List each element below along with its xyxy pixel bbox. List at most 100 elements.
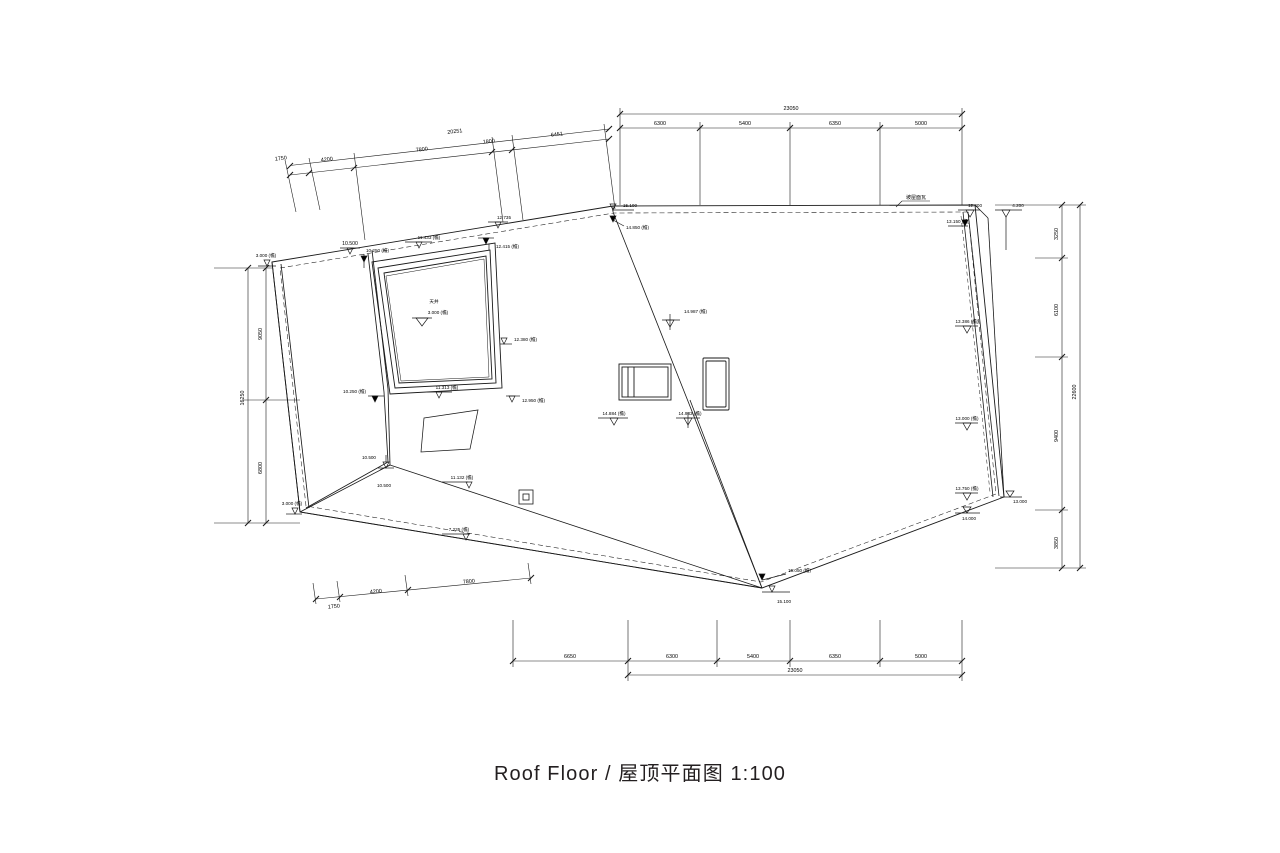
elev-marker-13000e	[955, 422, 978, 431]
elev-marker-13386	[955, 325, 978, 334]
elev-label-18: 15.050 (檐)	[788, 567, 811, 574]
roof-vent-square	[518, 489, 534, 505]
elev-marker-10500b	[378, 455, 394, 469]
elev-label-7: 12.950 (檐)	[522, 397, 545, 404]
elev-label-8: 10.250 (檐)	[343, 388, 366, 395]
elev-label-24: 13.000 (檐)	[956, 415, 979, 422]
dim-bottom-left-seg-2: 4200	[370, 588, 383, 595]
elev-marker-13750	[955, 492, 978, 501]
elev-label-5: 12.380 (檐)	[514, 336, 537, 343]
dim-chain-right	[995, 201, 1086, 572]
dim-top-left-total: 20251	[447, 128, 463, 136]
elev-marker-15100-bottom	[762, 585, 790, 593]
dim-right-seg-2: 6100	[1054, 304, 1060, 316]
dim-top-right-total: 23050	[784, 106, 799, 112]
elev-marker-3000-left	[286, 507, 302, 515]
roof-right-hip-dashed	[960, 215, 991, 493]
dim-top-left-seg-1: 1750	[275, 155, 288, 162]
dim-right-total: 22600	[1072, 385, 1078, 400]
elev-marker-4200	[995, 209, 1022, 250]
elev-label-9b: 10.500	[377, 483, 391, 488]
elev-marker-12735	[488, 221, 508, 229]
courtyard-inner-hatch	[385, 258, 490, 382]
elev-label-14: 14.850 (檐)	[626, 224, 649, 231]
elev-marker-15050	[758, 573, 787, 581]
dim-bottom-seg-1: 6650	[564, 654, 576, 660]
elev-marker-12400	[958, 209, 980, 218]
dim-left-seg-2: 6800	[258, 462, 264, 474]
elev-label-4: 12.735	[497, 215, 511, 220]
roof-note-leader	[895, 200, 930, 208]
dim-bottom-seg-4: 6350	[829, 654, 841, 660]
drawing-caption: Roof Floor / 屋顶平面图 1:100	[493, 763, 787, 785]
dim-top-right-seg-2: 5400	[739, 121, 751, 127]
elev-marker-14000	[955, 506, 980, 514]
dim-bottom-seg-2: 6300	[666, 654, 678, 660]
dim-chain-bottom	[509, 620, 966, 681]
elev-label-6: 11.313 (檐)	[436, 384, 459, 391]
elev-marker-10250a	[360, 254, 368, 268]
elev-label-23: 13.386 (檐)	[956, 318, 979, 325]
dim-top-left-seg-3: 7800	[416, 146, 429, 153]
roof-note-label: 坡屋面瓦	[906, 194, 926, 201]
roof-outline	[271, 204, 1005, 589]
elev-marker-12950	[506, 395, 520, 403]
dim-top-left-seg-2: 4200	[321, 156, 334, 163]
elev-label-28: 3.000 (檐)	[256, 252, 277, 259]
elev-label-10: 11.132 (檐)	[451, 474, 474, 481]
dim-bottom-left-seg-3: 7800	[463, 578, 476, 585]
elev-label-27: 13.000	[1013, 499, 1027, 504]
elev-label-20: 12.400	[968, 203, 982, 208]
elev-label-26: 14.000	[962, 516, 976, 521]
elev-label-3: 12.415 (檐)	[496, 243, 519, 250]
dim-left-total: 16250	[240, 391, 246, 406]
courtyard-elev-symbol	[412, 317, 432, 327]
elev-label-0: 10.500	[342, 241, 358, 247]
roof-eave-dashed	[279, 211, 997, 583]
courtyard-opening	[371, 242, 503, 395]
elev-marker-13000	[1000, 490, 1022, 498]
roof-left-wing	[271, 249, 391, 513]
elev-label-2: 11.433 (檐)	[418, 234, 441, 241]
elev-marker-12380	[500, 337, 512, 345]
elev-label-25: 13.750 (檐)	[956, 485, 979, 492]
elev-marker-10250b	[368, 395, 384, 403]
elev-label-16: 14.884 (檐)	[603, 410, 626, 417]
roof-right-hip	[962, 204, 1005, 498]
elev-label-1: 10.250 (檐)	[366, 247, 389, 254]
elev-marker-14983	[676, 412, 700, 428]
elev-label-22: 13.150 (檐)	[947, 218, 970, 225]
dim-top-right-seg-3: 6350	[829, 121, 841, 127]
elev-marker-11313	[427, 391, 452, 399]
elev-marker-13150	[948, 219, 969, 227]
elev-marker-14884	[598, 417, 628, 426]
elev-marker-11433	[405, 241, 432, 249]
roof-opening-quad	[420, 409, 479, 453]
dim-bottom-total: 23050	[788, 668, 803, 674]
dim-bottom-left-seg-1: 1750	[328, 603, 341, 610]
elev-marker-12415	[478, 237, 494, 250]
elev-marker-topleft-corner	[258, 259, 276, 267]
elev-label-12: 3.000 (檐)	[282, 500, 303, 507]
elev-label-19: 15.100	[777, 599, 791, 604]
courtyard-label: 天井	[429, 298, 439, 305]
dim-chain-top-left	[284, 123, 616, 241]
dim-chain-top-right	[616, 108, 966, 205]
elev-marker-15100-top	[609, 203, 634, 211]
dim-top-left-seg-4: 1800	[483, 138, 496, 145]
dim-right-seg-3: 9400	[1054, 430, 1060, 442]
elev-marker-11132	[442, 481, 473, 489]
elev-marker-10500	[340, 247, 360, 255]
elev-label-11: 7.235 (檐)	[449, 526, 470, 533]
elev-marker-14987	[662, 314, 680, 330]
elev-label-17: 14.983 (檐)	[679, 410, 702, 417]
elev-marker-14850	[609, 215, 625, 227]
courtyard-elevation: 3.000 (檐)	[428, 309, 449, 316]
dim-top-left-seg-5: 6451	[551, 131, 564, 138]
elev-label-21: 4.200	[1012, 203, 1024, 208]
dim-top-right-seg-4: 5000	[915, 121, 927, 127]
dim-bottom-seg-5: 5000	[915, 654, 927, 660]
elev-label-15: 14.987 (檐)	[684, 308, 707, 315]
